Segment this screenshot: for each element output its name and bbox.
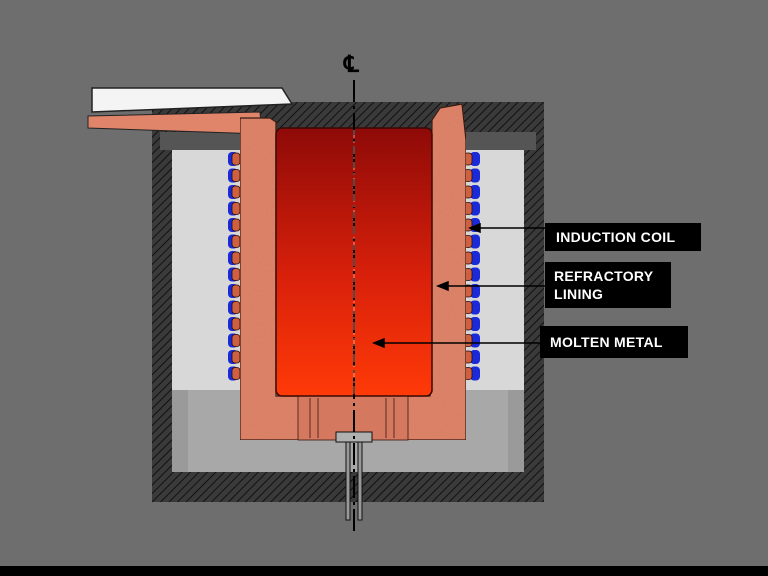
molten-metal-text: MOLTEN METAL xyxy=(550,334,663,350)
coil-turn xyxy=(231,202,241,215)
refractory-text-line1: REFRACTORY xyxy=(554,268,654,284)
coil-turn xyxy=(231,334,241,347)
bottom-bar xyxy=(0,566,768,576)
centerline-symbol: ℄ xyxy=(344,52,359,77)
coil-turn xyxy=(231,251,241,265)
coil-turn xyxy=(231,268,241,281)
coil-insulation xyxy=(470,350,480,364)
leader-arrows xyxy=(371,222,545,349)
coil-insulation xyxy=(470,317,480,331)
coil-turn xyxy=(231,367,241,380)
induction-coil-label: INDUCTION COIL xyxy=(545,223,701,251)
coil-turn xyxy=(231,301,241,314)
coil-insulation xyxy=(470,251,480,265)
coil-insulation xyxy=(470,284,480,298)
coil-insulation xyxy=(470,152,480,166)
molten-metal-label: MOLTEN METAL xyxy=(540,326,688,358)
coil-insulation xyxy=(470,201,480,216)
coil-turn xyxy=(231,284,241,298)
coil-turn xyxy=(231,152,241,166)
coil-turn xyxy=(231,350,241,364)
coil-turn xyxy=(231,218,241,232)
coil-turn xyxy=(231,317,241,331)
coil-insulation xyxy=(470,333,480,348)
coil-insulation xyxy=(470,300,480,315)
refractory-lining-label: REFRACTORY LINING xyxy=(545,262,671,308)
coil-insulation xyxy=(470,366,480,381)
coil-turn xyxy=(231,185,241,199)
refractory-text-line2: LINING xyxy=(554,286,604,302)
induction-coil-text: INDUCTION COIL xyxy=(556,229,676,245)
coil-turn xyxy=(231,169,241,182)
coil-insulation xyxy=(470,234,480,249)
pouring-spout xyxy=(87,87,294,135)
coil-insulation xyxy=(470,185,480,199)
coil-insulation xyxy=(470,267,480,282)
coil-turn xyxy=(231,235,241,248)
coil-insulation xyxy=(470,168,480,183)
